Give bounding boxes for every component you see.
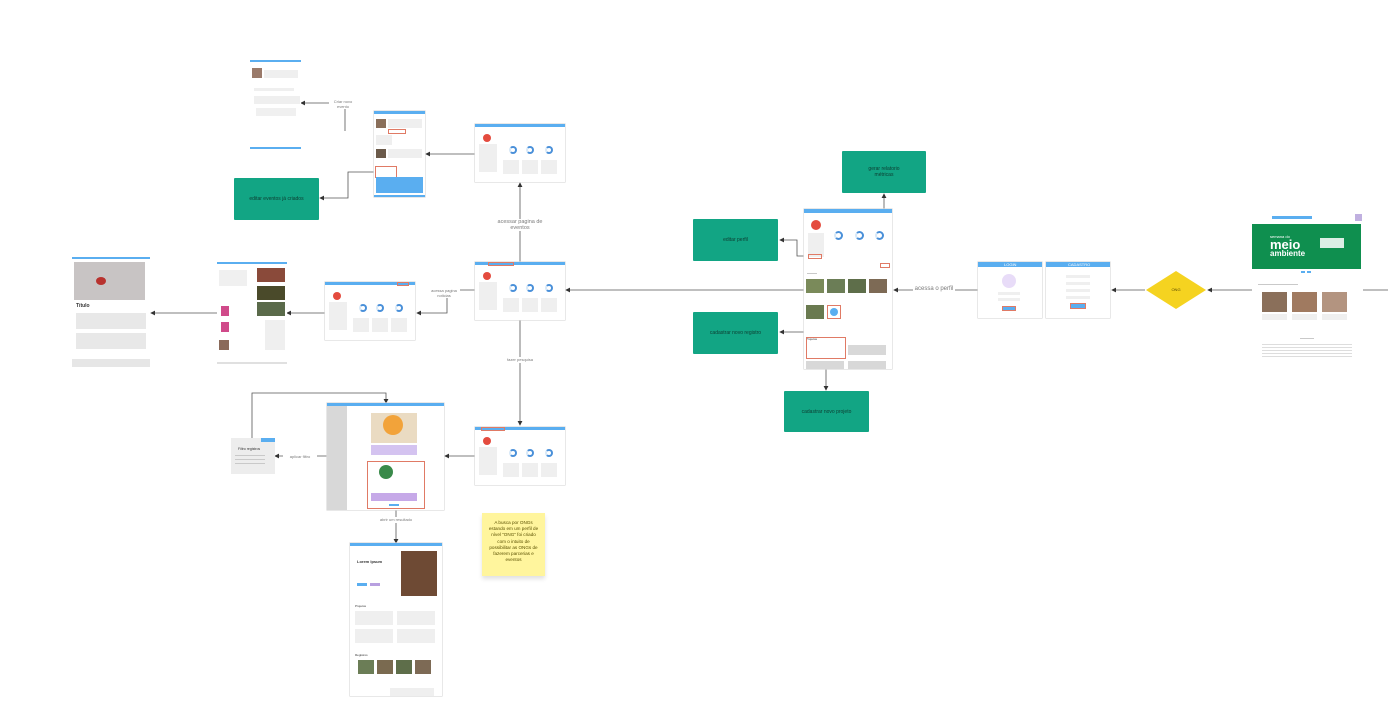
article-title: Título [76,303,90,309]
screen-event-form [250,60,301,149]
screen-dashboard-search [475,427,565,485]
screen-dashboard-main [475,262,565,320]
screen-signup: CADASTRO [1046,262,1110,318]
action-gerar-relatorio: gerar relatorio métricas [842,151,926,193]
screen-search-results [327,403,444,510]
home-banner-line2: meio [1270,237,1301,252]
edge-label-acessa-perfil: acessa o perfil [913,286,955,292]
screen-profile: Projetos [804,209,892,369]
login-title: LOGIN [1004,262,1017,267]
screen-filter: Filtro registros [231,438,275,474]
edge-label-aplicar-filtro: aplicar filtro [283,454,317,460]
edge-label-criar-evento: Criar novo evento [329,99,357,109]
profile-projects-label: Projetos [806,337,818,341]
decision-label: ONG [1171,287,1181,292]
sticky-note-text: A busca por ONGs estando em um perfil de… [488,520,539,563]
filter-title: Filtro registros [238,447,261,451]
edge-label-acessar-eventos: acessar pagina de eventos [497,219,543,231]
action-cadastrar-registro: cadastrar novo registro [693,312,778,354]
edge-label-abrir-resultado: abrir um resultado [372,517,420,523]
screen-article: Título [72,257,150,369]
action-cadastrar-projeto: cadastrar novo projeto [784,391,869,432]
screen-result-detail: Lorem Ipsum Projetos Registros [350,543,442,696]
avatar-icon [1002,274,1016,288]
project-card-highlight [806,337,846,359]
action-editar-perfil: editar perfil [693,219,778,261]
diamond-shape [1146,271,1206,309]
action-editar-eventos: editar eventos já criados [234,178,319,220]
screen-news-list [217,262,287,364]
result-title: Lorem Ipsum [357,559,383,564]
home-banner: semana do meio ambiente [1252,224,1361,269]
edit-profile-highlight [808,254,822,259]
screen-events [374,111,425,197]
screen-dashboard-news [325,282,415,340]
result-projects-label: Projetos [355,604,367,608]
result-records-label: Registros [355,653,368,657]
screen-login: LOGIN [978,262,1042,318]
decision-ong-diamond: ONG [1145,270,1207,310]
screen-dashboard-events [475,124,565,182]
report-highlight [880,263,890,268]
edge-label-fazer-pesquisa: fazer pesquisa [500,357,540,363]
home-banner-line3: ambiente [1270,249,1306,258]
screen-home: semana do meio ambiente [1252,214,1363,364]
home-banner-line1: semana do [1270,234,1290,239]
sticky-note: A busca por ONGs estando em um perfil de… [482,513,545,576]
edge-label-acessa-noticias: acessa pagina noticias [428,288,460,298]
signup-title: CADASTRO [1068,262,1091,267]
